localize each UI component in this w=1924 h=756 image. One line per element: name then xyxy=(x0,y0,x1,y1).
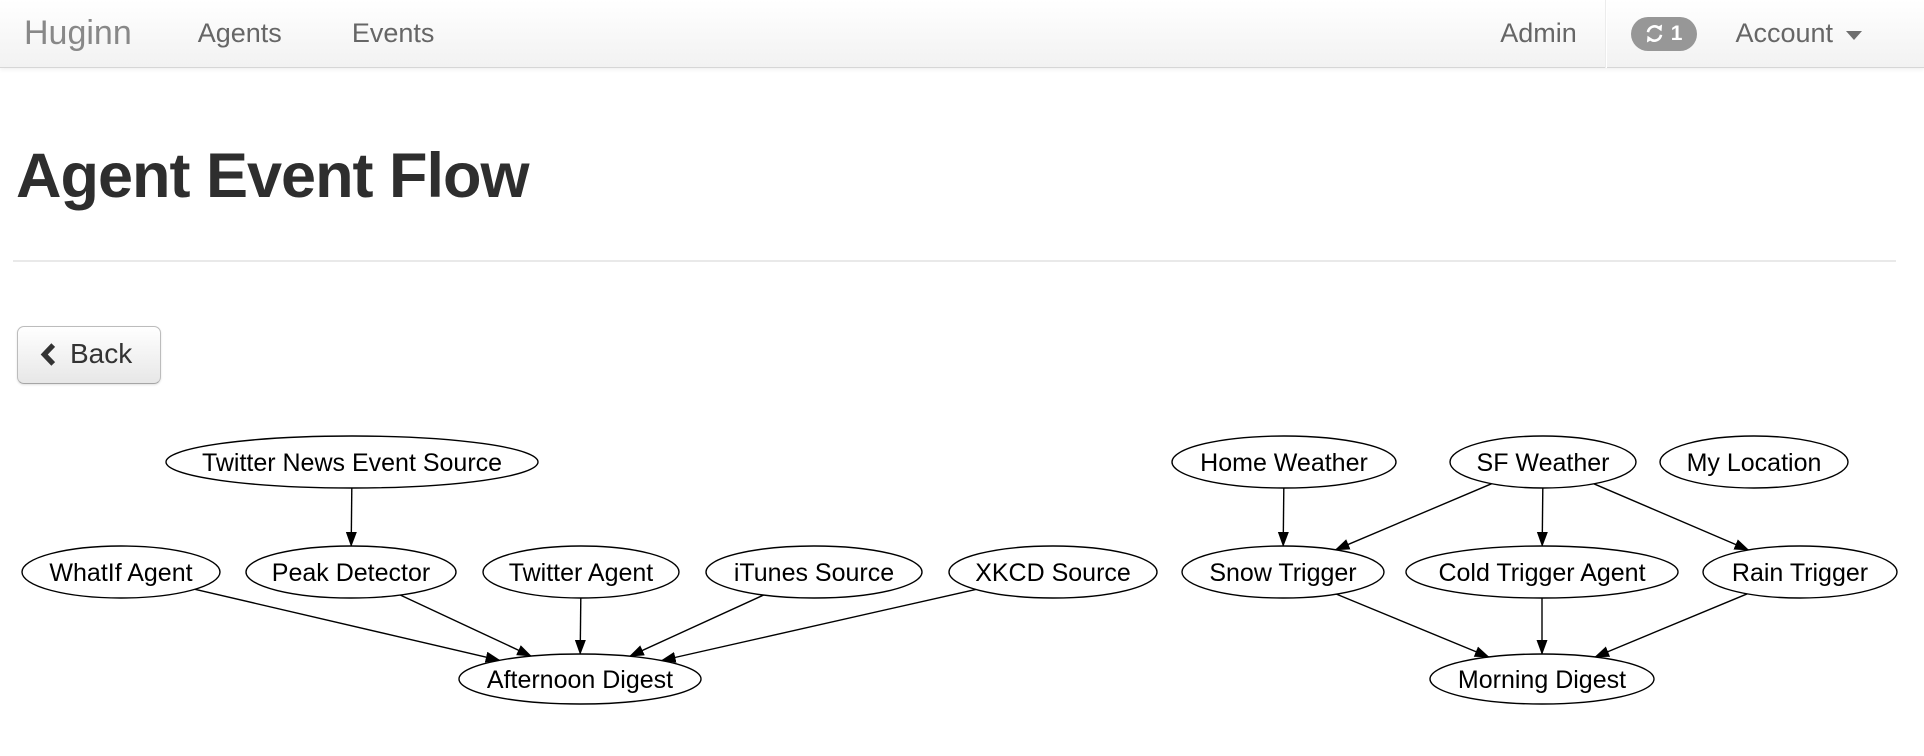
graph-edge-twitter-agent-to-afternoon-digest xyxy=(574,597,586,655)
graph-node-label: WhatIf Agent xyxy=(49,559,192,587)
graph-edge-whatif-agent-to-afternoon-digest xyxy=(194,588,501,663)
caret-down-icon xyxy=(1846,31,1862,40)
jobs-count: 1 xyxy=(1670,21,1683,45)
chevron-left-icon xyxy=(40,341,57,368)
graph-edge-peak-detector-to-afternoon-digest xyxy=(399,594,533,657)
graph-node-twitter-news-event-source: Twitter News Event Source xyxy=(165,435,539,489)
top-navbar: Huginn Agents Events Admin 1 Account xyxy=(0,0,1924,68)
graph-node-label: Twitter Agent xyxy=(509,559,654,587)
account-menu-toggle[interactable]: Account xyxy=(1731,18,1866,49)
refresh-icon xyxy=(1643,22,1666,45)
nav-item-agents[interactable]: Agents xyxy=(197,18,282,48)
graph-node-afternoon-digest: Afternoon Digest xyxy=(458,653,702,705)
graph-node-rain-trigger: Rain Trigger xyxy=(1702,545,1898,599)
graph-node-label: Home Weather xyxy=(1200,449,1368,477)
primary-nav: Agents Events xyxy=(194,18,439,49)
graph-node-label: Twitter News Event Source xyxy=(202,449,502,477)
graph-edge-xkcd-source-to-afternoon-digest xyxy=(660,588,977,663)
graph-node-label: Morning Digest xyxy=(1458,666,1626,694)
brand-link[interactable]: Huginn xyxy=(24,14,132,52)
graph-node-sf-weather: SF Weather xyxy=(1449,435,1637,489)
graph-node-label: iTunes Source xyxy=(734,559,894,587)
graph-node-peak-detector: Peak Detector xyxy=(245,545,457,599)
graph-edge-home-weather-to-snow-trigger xyxy=(1277,487,1289,547)
graph-node-label: My Location xyxy=(1687,449,1822,477)
back-button[interactable]: Back xyxy=(17,326,162,384)
graph-node-my-location: My Location xyxy=(1659,435,1849,489)
graph-node-home-weather: Home Weather xyxy=(1171,435,1397,489)
nav-item-events[interactable]: Events xyxy=(351,18,435,48)
secondary-nav: Admin 1 Account xyxy=(1496,0,1866,68)
graph-node-label: Peak Detector xyxy=(272,559,430,587)
graph-node-xkcd-source: XKCD Source xyxy=(948,545,1158,599)
back-button-label: Back xyxy=(70,338,133,369)
graph-node-whatif-agent: WhatIf Agent xyxy=(21,545,221,599)
graph-edge-sf-weather-to-snow-trigger xyxy=(1334,483,1492,551)
graph-edge-twitter-news-event-source-to-peak-detector xyxy=(345,487,357,547)
graph-edge-itunes-source-to-afternoon-digest xyxy=(628,594,764,657)
graph-node-twitter-agent: Twitter Agent xyxy=(482,545,680,599)
graph-node-label: Cold Trigger Agent xyxy=(1438,559,1645,587)
jobs-count-badge[interactable]: 1 xyxy=(1630,16,1698,51)
navbar-vertical-divider xyxy=(1604,0,1607,68)
nav-item-admin[interactable]: Admin xyxy=(1500,18,1577,48)
graph-node-label: Snow Trigger xyxy=(1209,559,1356,587)
graph-node-itunes-source: iTunes Source xyxy=(705,545,923,599)
graph-edge-snow-trigger-to-morning-digest xyxy=(1336,593,1490,658)
agent-event-flow-graph: Twitter News Event Source Home Weather SF … xyxy=(0,384,1924,756)
graph-node-label: Afternoon Digest xyxy=(487,666,673,694)
graph-edge-sf-weather-to-cold-trigger-agent xyxy=(1536,487,1548,547)
graph-node-label: XKCD Source xyxy=(975,559,1131,587)
graph-edge-sf-weather-to-rain-trigger xyxy=(1593,483,1750,551)
account-label: Account xyxy=(1735,18,1833,48)
graph-edge-rain-trigger-to-morning-digest xyxy=(1594,593,1748,658)
graph-node-snow-trigger: Snow Trigger xyxy=(1181,545,1385,599)
graph-node-label: Rain Trigger xyxy=(1732,559,1868,587)
page-title: Agent Event Flow xyxy=(16,141,530,211)
title-divider xyxy=(13,260,1896,262)
graph-node-label: SF Weather xyxy=(1477,449,1610,477)
graph-node-morning-digest: Morning Digest xyxy=(1429,653,1655,705)
graph-node-cold-trigger-agent: Cold Trigger Agent xyxy=(1405,545,1679,599)
